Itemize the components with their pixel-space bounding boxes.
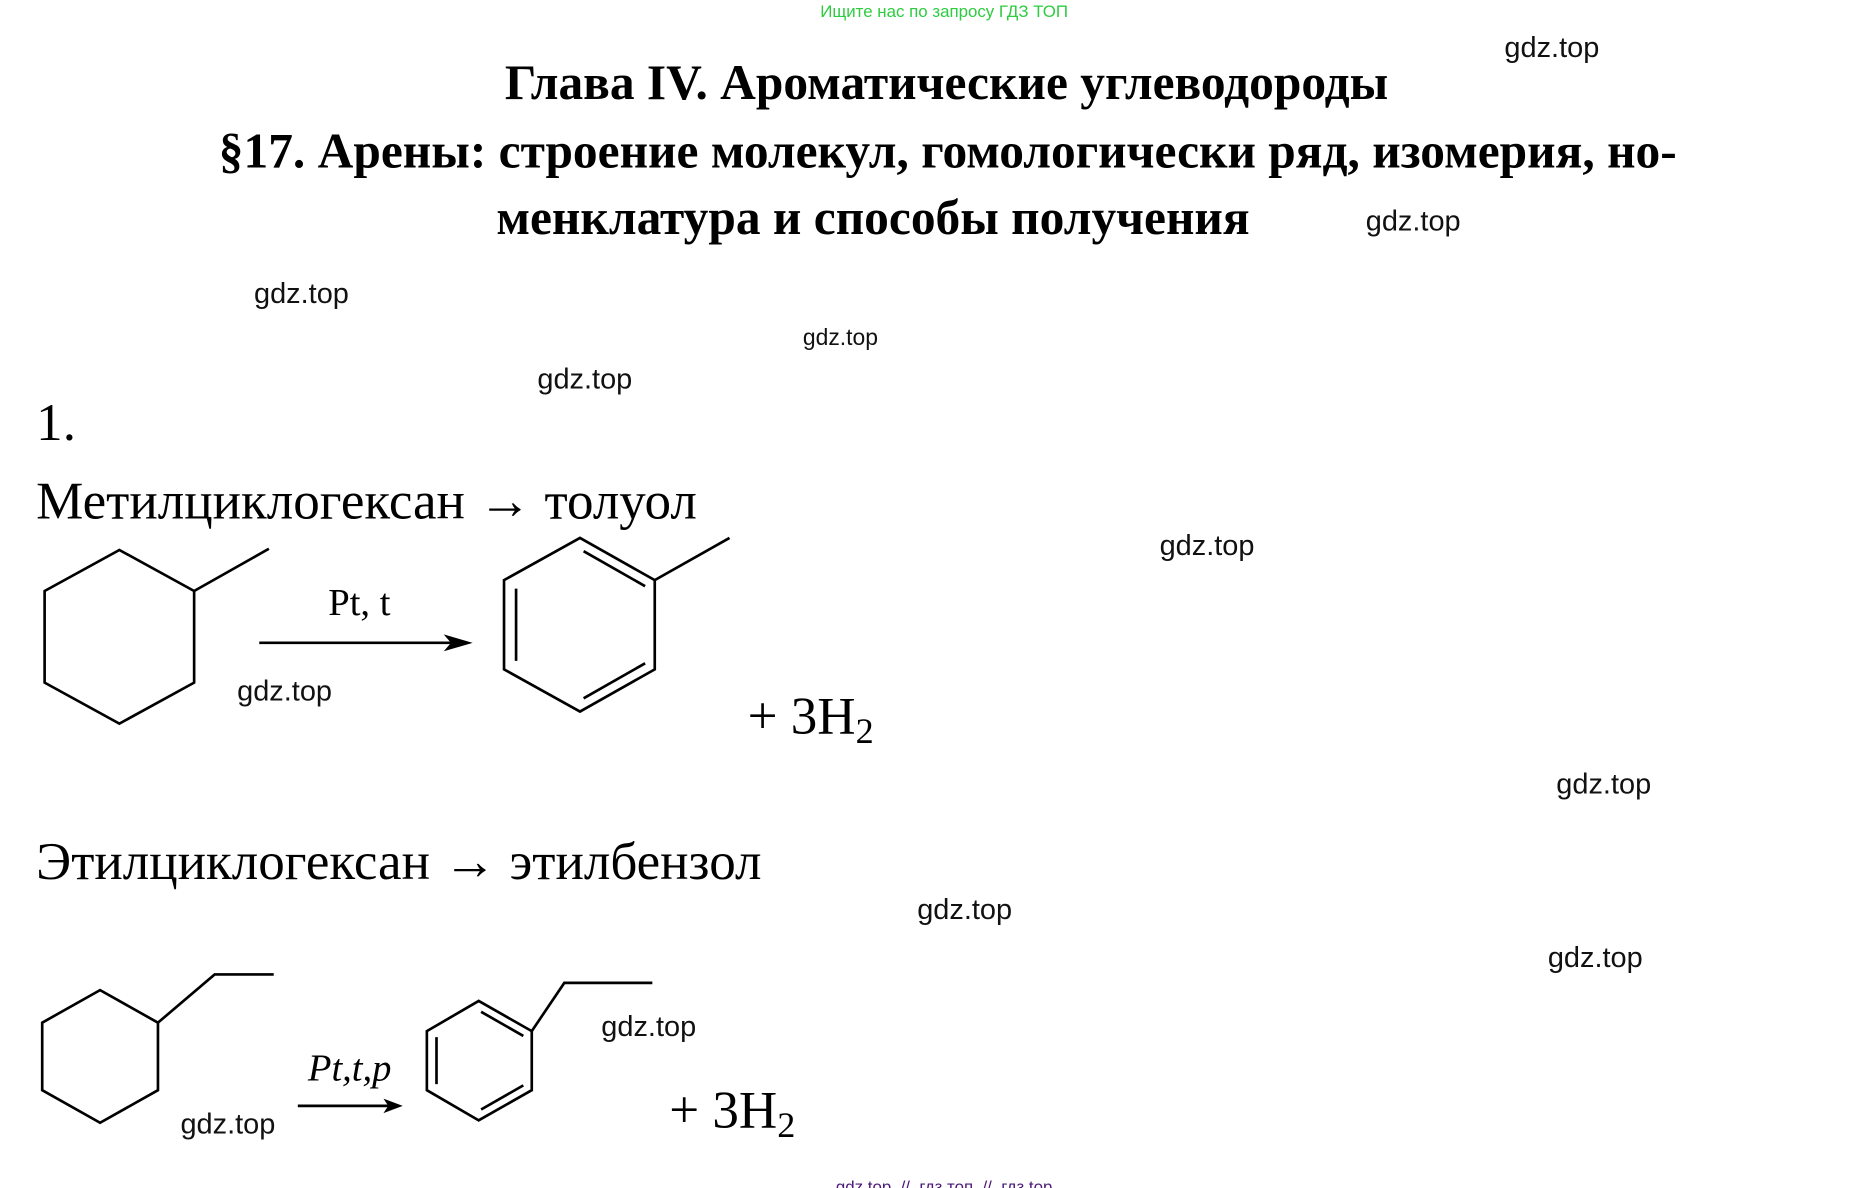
ethylbenzene-structure bbox=[425, 981, 653, 1122]
watermark: gdz.top bbox=[1160, 530, 1255, 562]
watermark: gdz.top bbox=[537, 363, 632, 395]
reaction2-title: Этилциклогексан → этилбензол bbox=[36, 833, 761, 891]
watermark: gdz.top bbox=[1556, 769, 1651, 801]
methylcyclohexane-structure bbox=[43, 547, 270, 726]
watermark: gdz.top bbox=[1548, 942, 1643, 974]
task-number: 1. bbox=[36, 394, 76, 452]
reaction1-byproduct: + 3H2 bbox=[748, 687, 874, 751]
watermark: gdz.top bbox=[601, 1011, 696, 1043]
watermark: gdz.top bbox=[803, 324, 878, 350]
ethylcyclohexane-structure bbox=[40, 973, 274, 1125]
section-title-line2: менклатура и способы получения bbox=[496, 190, 1249, 245]
watermarks: gdz.top gdz.top gdz.top gdz.top gdz.top … bbox=[180, 32, 1651, 1141]
search-hint: Ищите нас по запросу ГДЗ ТОП bbox=[820, 2, 1068, 21]
watermark: gdz.top bbox=[1504, 32, 1599, 64]
chapter-title: Глава IV. Ароматические углеводороды bbox=[505, 55, 1388, 110]
section-title-line1: §17. Арены: строение молекул, гомологиче… bbox=[219, 124, 1677, 179]
watermark: gdz.top bbox=[237, 676, 332, 708]
watermark: gdz.top bbox=[254, 278, 349, 310]
reaction2-byproduct: + 3H2 bbox=[669, 1082, 795, 1146]
watermark: gdz.top bbox=[917, 894, 1012, 926]
toluene-structure bbox=[502, 536, 731, 714]
watermark: gdz.top bbox=[180, 1109, 275, 1141]
reaction1-title: Метилциклогексан → толуол bbox=[36, 473, 697, 531]
watermark: gdz.top bbox=[1366, 205, 1461, 237]
reaction1-condition: Pt, t bbox=[328, 582, 390, 624]
footer-link[interactable]: gdz top // гдз топ // гдз top bbox=[836, 1178, 1052, 1188]
reaction2-arrow bbox=[297, 1098, 403, 1114]
reaction2-condition: Pt,t,p bbox=[307, 1048, 392, 1090]
reaction1-arrow bbox=[259, 634, 473, 652]
